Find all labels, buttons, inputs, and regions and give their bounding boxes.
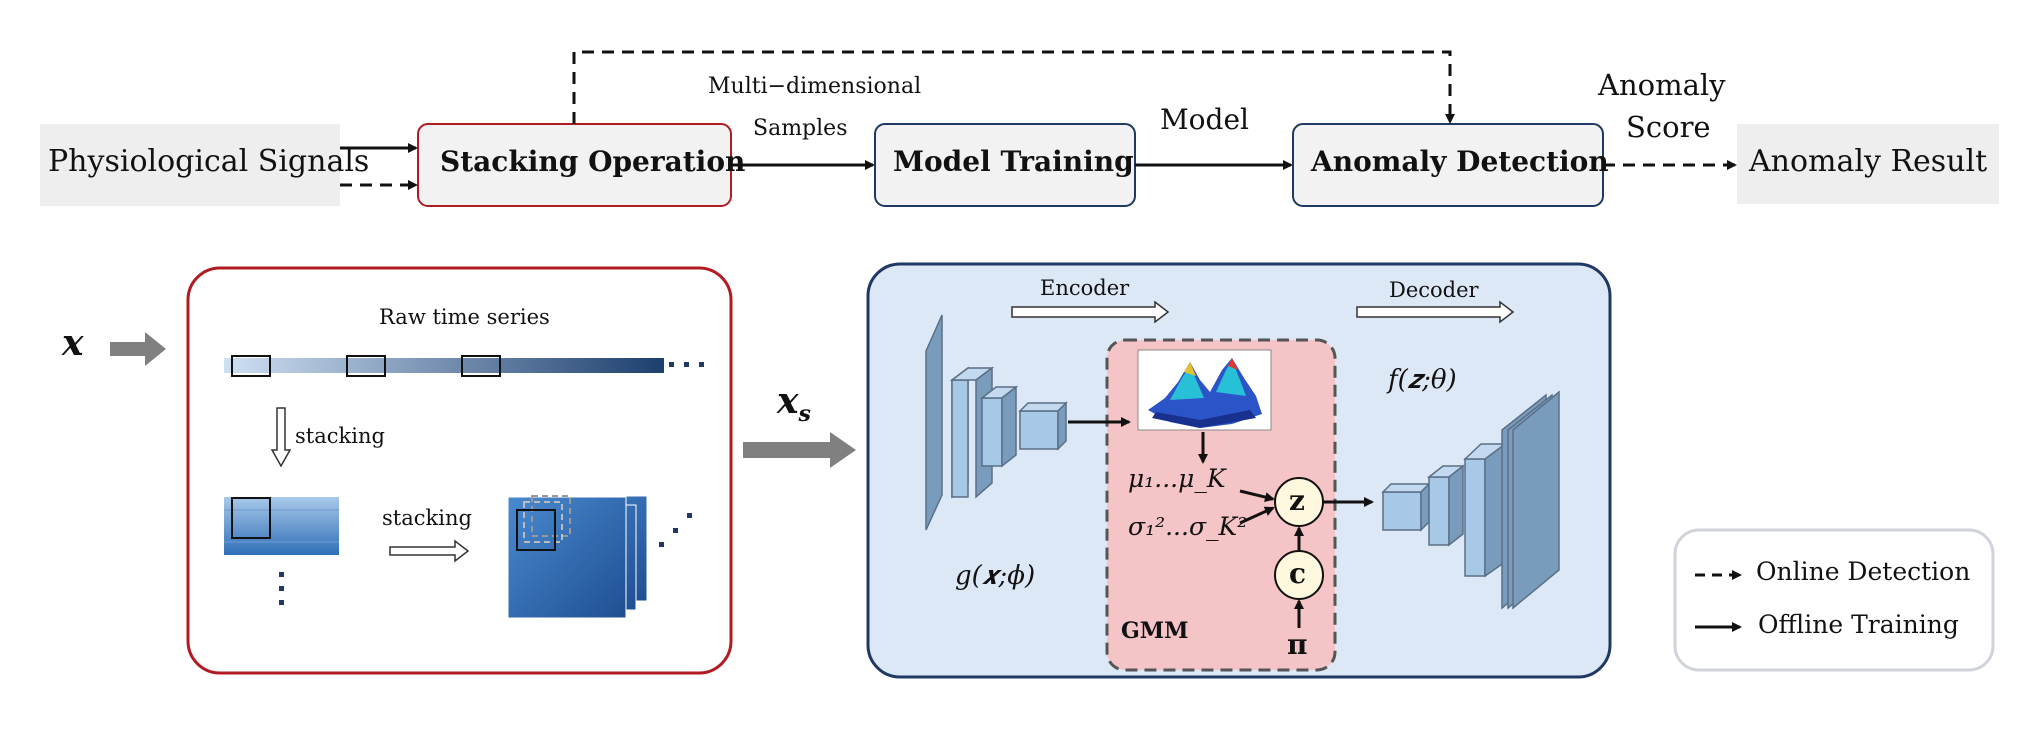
tensor-layer-1 <box>507 496 627 619</box>
tensor-window-dashed-2 <box>531 495 571 537</box>
stacking-right-arrow <box>389 539 470 563</box>
matrix-continuation-dots <box>279 572 284 605</box>
stacking-down-arrow <box>270 407 292 468</box>
gmm-label: GMM <box>1121 618 1189 644</box>
raw-time-series-bar <box>224 358 664 373</box>
tensor-window <box>516 509 556 551</box>
xs-arrow <box>743 432 856 468</box>
xs-symbol-subscript: s <box>798 401 811 428</box>
offline-training-label: Offline Training <box>1758 610 1959 639</box>
physiological-signals-label: Physiological Signals <box>48 144 370 179</box>
sigma-to-z-arrow <box>1239 506 1275 525</box>
samples-label-line2: Samples <box>753 116 848 141</box>
online-detection-label: Online Detection <box>1756 557 1971 586</box>
legend-box <box>1673 528 1995 672</box>
tensor-window-dashed-1 <box>523 501 563 543</box>
anomaly-score-label-line1: Anomaly <box>1598 68 1726 102</box>
model-label: Model <box>1160 103 1249 136</box>
window-2 <box>346 355 386 377</box>
anomaly-score-label-line2: Score <box>1626 110 1711 144</box>
encoder-network <box>925 314 1068 531</box>
pi-node-label: π <box>1287 628 1308 661</box>
tensor-continuation-dots <box>659 513 692 547</box>
c-node-label: c <box>1289 557 1307 590</box>
anomaly-result-label: Anomaly Result <box>1749 144 1988 179</box>
mu-to-z-arrow <box>1239 489 1275 502</box>
xs-symbol-base: x <box>777 380 799 422</box>
anomaly-detection-label: Anomaly Detection <box>1311 145 1609 178</box>
encoder-function-label: g(𝒙;ϕ) <box>955 561 1036 591</box>
online-bypass-dashed-arrow <box>572 50 1455 124</box>
xs-symbol: xs <box>777 380 811 427</box>
window-3 <box>461 355 501 377</box>
stacking-label-vertical: stacking <box>295 424 385 448</box>
z-node-label: z <box>1289 484 1305 517</box>
window-1 <box>231 355 271 377</box>
encoder-arrow <box>1011 300 1170 324</box>
result-box <box>1737 124 1999 204</box>
decoder-label: Decoder <box>1389 278 1479 302</box>
sigma-parameters-label: σ₁²...σ_K² <box>1128 512 1248 541</box>
stacking-operation-label: Stacking Operation <box>440 145 746 178</box>
decoder-arrow <box>1356 300 1515 324</box>
input-x-arrow <box>110 332 166 366</box>
decoder-function-label: f(𝒛;θ) <box>1388 365 1457 395</box>
samples-label-line1: Multi−dimensional <box>708 74 922 99</box>
input-x-symbol: x <box>62 322 84 364</box>
decoder-network <box>1381 390 1560 610</box>
mu-parameters-label: μ₁...μ_K <box>1128 464 1226 493</box>
matrix-window <box>231 497 271 539</box>
input-box <box>40 124 340 206</box>
raw-time-series-label: Raw time series <box>379 305 550 329</box>
gmm-surface-plot <box>1137 349 1272 431</box>
stacking-label-horizontal: stacking <box>382 506 472 530</box>
encoder-label: Encoder <box>1040 276 1130 300</box>
model-training-label: Model Training <box>893 145 1134 178</box>
series-continuation-dots <box>669 362 704 367</box>
